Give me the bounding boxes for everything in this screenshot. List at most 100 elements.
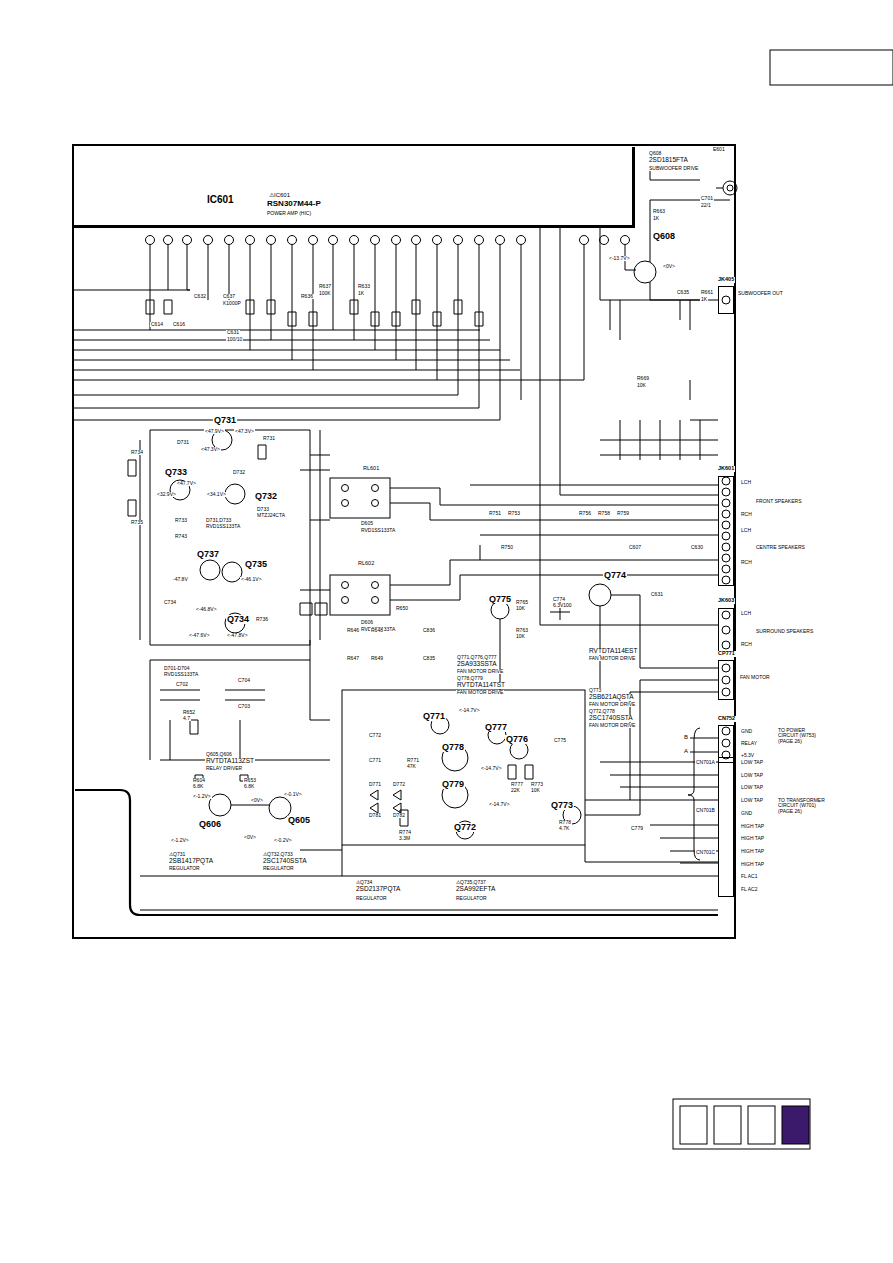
part-label: MTZJ24CTA	[256, 513, 286, 518]
part-label: FAN MOTOR DRIVE	[588, 702, 636, 707]
voltage-label: <-46.8V>	[195, 607, 218, 612]
part-label: D732	[232, 470, 246, 475]
part-label: LOW TAP	[740, 785, 764, 790]
part-label: Q772	[453, 823, 477, 832]
voltage-label: <-1.2V>	[170, 838, 190, 843]
part-label: Q773	[550, 801, 574, 810]
voltage-label: <-13.7V>	[608, 256, 631, 261]
part-name: CN701A	[695, 760, 716, 765]
part-label: D606	[360, 620, 374, 625]
voltage-label: <47.3V>	[234, 429, 255, 434]
node-text: TO TRANSFORMER CIRCUIT (W701) (PAGE 26)	[777, 798, 831, 814]
part-label: C632	[193, 294, 207, 299]
part-label: C631	[226, 330, 240, 335]
node-text: FAN MOTOR	[739, 675, 771, 680]
part-label: C774	[552, 597, 566, 602]
part-label: C630	[690, 545, 704, 550]
part-label: 2SB1417PQTA	[168, 858, 214, 865]
voltage-label: <47.9V>	[204, 429, 225, 434]
part-label: Q774	[603, 571, 627, 580]
part-label: B	[683, 734, 689, 740]
part-label: ⚠IC601	[268, 192, 291, 198]
part-label: R734	[130, 450, 144, 455]
voltage-label: <-14.7V>	[488, 802, 511, 807]
part-label: R735	[130, 520, 144, 525]
part-label: R751	[488, 511, 502, 516]
part-label: Q773	[588, 688, 602, 693]
part-label: C835	[422, 656, 436, 661]
part-label: Q605	[287, 816, 311, 825]
part-label: 10K	[636, 383, 647, 388]
voltage-label: <-14.7V>	[480, 766, 503, 771]
part-label: R759	[616, 511, 630, 516]
voltage-label: <-14.7V>	[458, 708, 481, 713]
part-label: D701-D704	[163, 666, 191, 671]
part-label: C631	[650, 592, 664, 597]
voltage-label: <0V>	[243, 835, 257, 840]
part-label: Q737	[196, 550, 220, 559]
part-label: R650	[395, 606, 409, 611]
part-label: RCH	[740, 642, 753, 647]
voltage-label: <-0.2V>	[273, 838, 293, 843]
jack-block: JK405SUBWOOFER OUT	[718, 286, 734, 314]
part-label: C836	[422, 628, 436, 633]
voltage-label: <0V>	[250, 798, 264, 803]
part-label: R604	[192, 778, 206, 783]
part-label: Q734	[226, 615, 250, 624]
part-label: RVD1SS133TA	[163, 672, 199, 677]
part-label: Q731	[213, 416, 237, 425]
node-text: CENTRE SPEAKERS	[755, 545, 806, 550]
part-label: R647	[346, 656, 360, 661]
part-label: C779	[630, 826, 644, 831]
voltage-label: -47.8V	[172, 577, 189, 582]
part-label: 10K	[515, 634, 526, 639]
voltage-label: <-46.1V>	[240, 577, 263, 582]
voltage-label: <-47.6V>	[188, 633, 211, 638]
part-label: REGULATOR	[168, 866, 201, 871]
part-label: R653	[243, 778, 257, 783]
part-label: 6.8K	[243, 784, 255, 789]
part-label: LOW TAP	[740, 798, 764, 803]
part-label: 2SC1740SSTA	[262, 858, 308, 865]
part-label: E601	[712, 147, 726, 152]
part-label: R646	[346, 628, 360, 633]
part-label: R649	[370, 656, 384, 661]
part-label: RELAY DRIVER	[205, 766, 243, 771]
part-label: Q732	[254, 492, 278, 501]
part-name: CP771	[717, 651, 736, 657]
part-label: Q778	[441, 743, 465, 752]
part-label: R743	[174, 534, 188, 539]
part-label: ⚠Q732,Q733	[262, 852, 294, 857]
part-label: R771	[406, 758, 420, 763]
part-label: R750	[500, 545, 514, 550]
part-label: 4.7	[182, 716, 191, 721]
part-label: Q776	[505, 735, 529, 744]
part-label: 2SA933SSTA	[456, 661, 498, 668]
part-label: Q608	[652, 232, 676, 241]
part-label: 1K	[357, 291, 365, 296]
part-label: RVD1SS133TA	[360, 528, 396, 533]
part-label: Q779	[441, 780, 465, 789]
part-label: D733	[256, 507, 270, 512]
part-label: FAN MOTOR DRIVE	[456, 669, 504, 674]
part-label: 22/1	[700, 203, 712, 208]
part-label: C702	[175, 682, 189, 687]
part-label: 2SD1815FTA	[648, 157, 689, 164]
part-label: REGULATOR	[355, 896, 388, 901]
part-label: LCH	[740, 480, 752, 485]
part-label: HIGH TAP	[740, 849, 765, 854]
part-label: FAN MOTOR DRIVE	[588, 723, 636, 728]
part-label: REGULATOR	[262, 866, 295, 871]
voltage-label: <47.3V>	[200, 447, 221, 452]
part-label: 100/10	[226, 337, 243, 342]
part-label: RVD1SS133TA	[205, 524, 241, 529]
part-label: HIGH TAP	[740, 824, 765, 829]
part-label: C775	[553, 738, 567, 743]
part-label: RVTDTA114TST	[456, 682, 506, 689]
connector-block: CN701ACN701BCN701CTO TRANSFORMER CIRCUIT…	[718, 757, 734, 897]
node-text: POWER AMP (HIC)	[266, 211, 312, 216]
part-label: R758	[597, 511, 611, 516]
part-label: ⚠Q735,Q737	[455, 880, 487, 885]
voltage-label: <-1.2V>	[192, 794, 212, 799]
part-label: RCH	[740, 560, 753, 565]
